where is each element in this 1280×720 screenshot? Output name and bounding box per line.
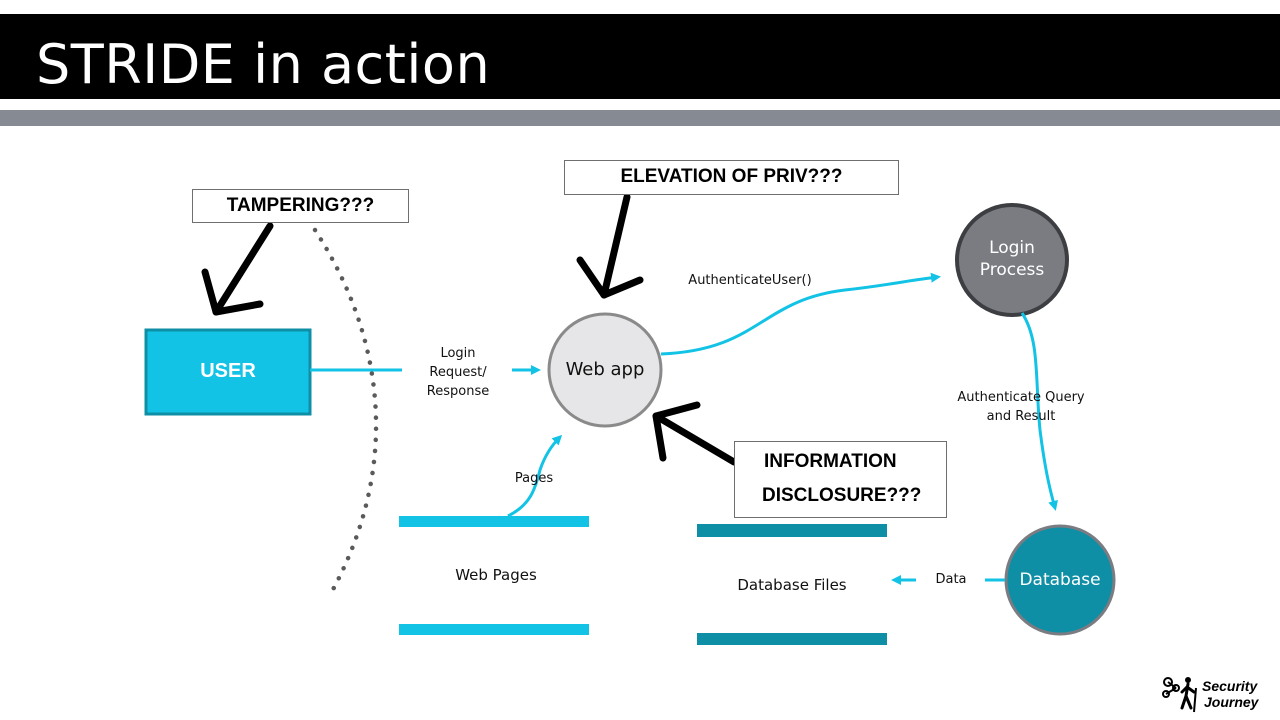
elevation-callout: ELEVATION OF PRIV???: [564, 160, 899, 195]
hiker-icon: [1162, 677, 1197, 713]
elevation-arrow: [576, 193, 644, 299]
web-pages-store-bottom: [399, 624, 589, 635]
login-process: [955, 203, 1069, 317]
trust-boundary: [312, 227, 379, 598]
user-label: USER: [200, 360, 256, 382]
tampering-arrow: [201, 222, 274, 316]
data-label: Data: [935, 572, 967, 587]
login-request-label: Login Request/ Response: [426, 346, 490, 399]
info-line1: INFORMATION: [764, 451, 897, 472]
authenticate-query-flow: [1020, 312, 1058, 511]
web-app-label: Web app: [565, 359, 645, 380]
authenticate-query-label: Authenticate Query and Result: [957, 390, 1085, 424]
db-files-store-bottom: [697, 633, 887, 645]
logo-text: Security Journey: [1202, 678, 1258, 710]
info-line2: DISCLOSURE???: [762, 485, 922, 506]
user-entity: [144, 328, 312, 416]
logo-line1: Security: [1202, 678, 1258, 694]
elevation-text: ELEVATION OF PRIV???: [620, 166, 843, 187]
pages-flow: [507, 434, 563, 518]
title-bar: STRIDE in action: [0, 14, 1280, 99]
database-label: Database: [1019, 570, 1101, 590]
divider-band: [0, 110, 1280, 126]
web-pages-store-top: [399, 516, 589, 527]
tampering-text: TAMPERING???: [226, 195, 375, 216]
info-disclosure-arrow: [652, 401, 738, 466]
db-files-store-top: [697, 524, 887, 537]
database-files-label: Database Files: [737, 576, 847, 594]
login-process-label: Login Process: [979, 238, 1045, 280]
web-app-process: [547, 312, 663, 428]
logo-line2: Journey: [1204, 694, 1259, 710]
authenticate-user-flow: [660, 272, 941, 356]
security-journey-logo: Security Journey: [1160, 674, 1270, 714]
authenticate-user-label: AuthenticateUser(): [688, 273, 812, 288]
web-pages-label: Web Pages: [455, 566, 537, 584]
tampering-callout: TAMPERING???: [192, 189, 409, 223]
pages-label: Pages: [514, 471, 554, 486]
database-process: [1004, 524, 1116, 636]
info-disclosure-callout: INFORMATION DISCLOSURE???: [734, 441, 947, 518]
slide-title: STRIDE in action: [36, 33, 491, 96]
